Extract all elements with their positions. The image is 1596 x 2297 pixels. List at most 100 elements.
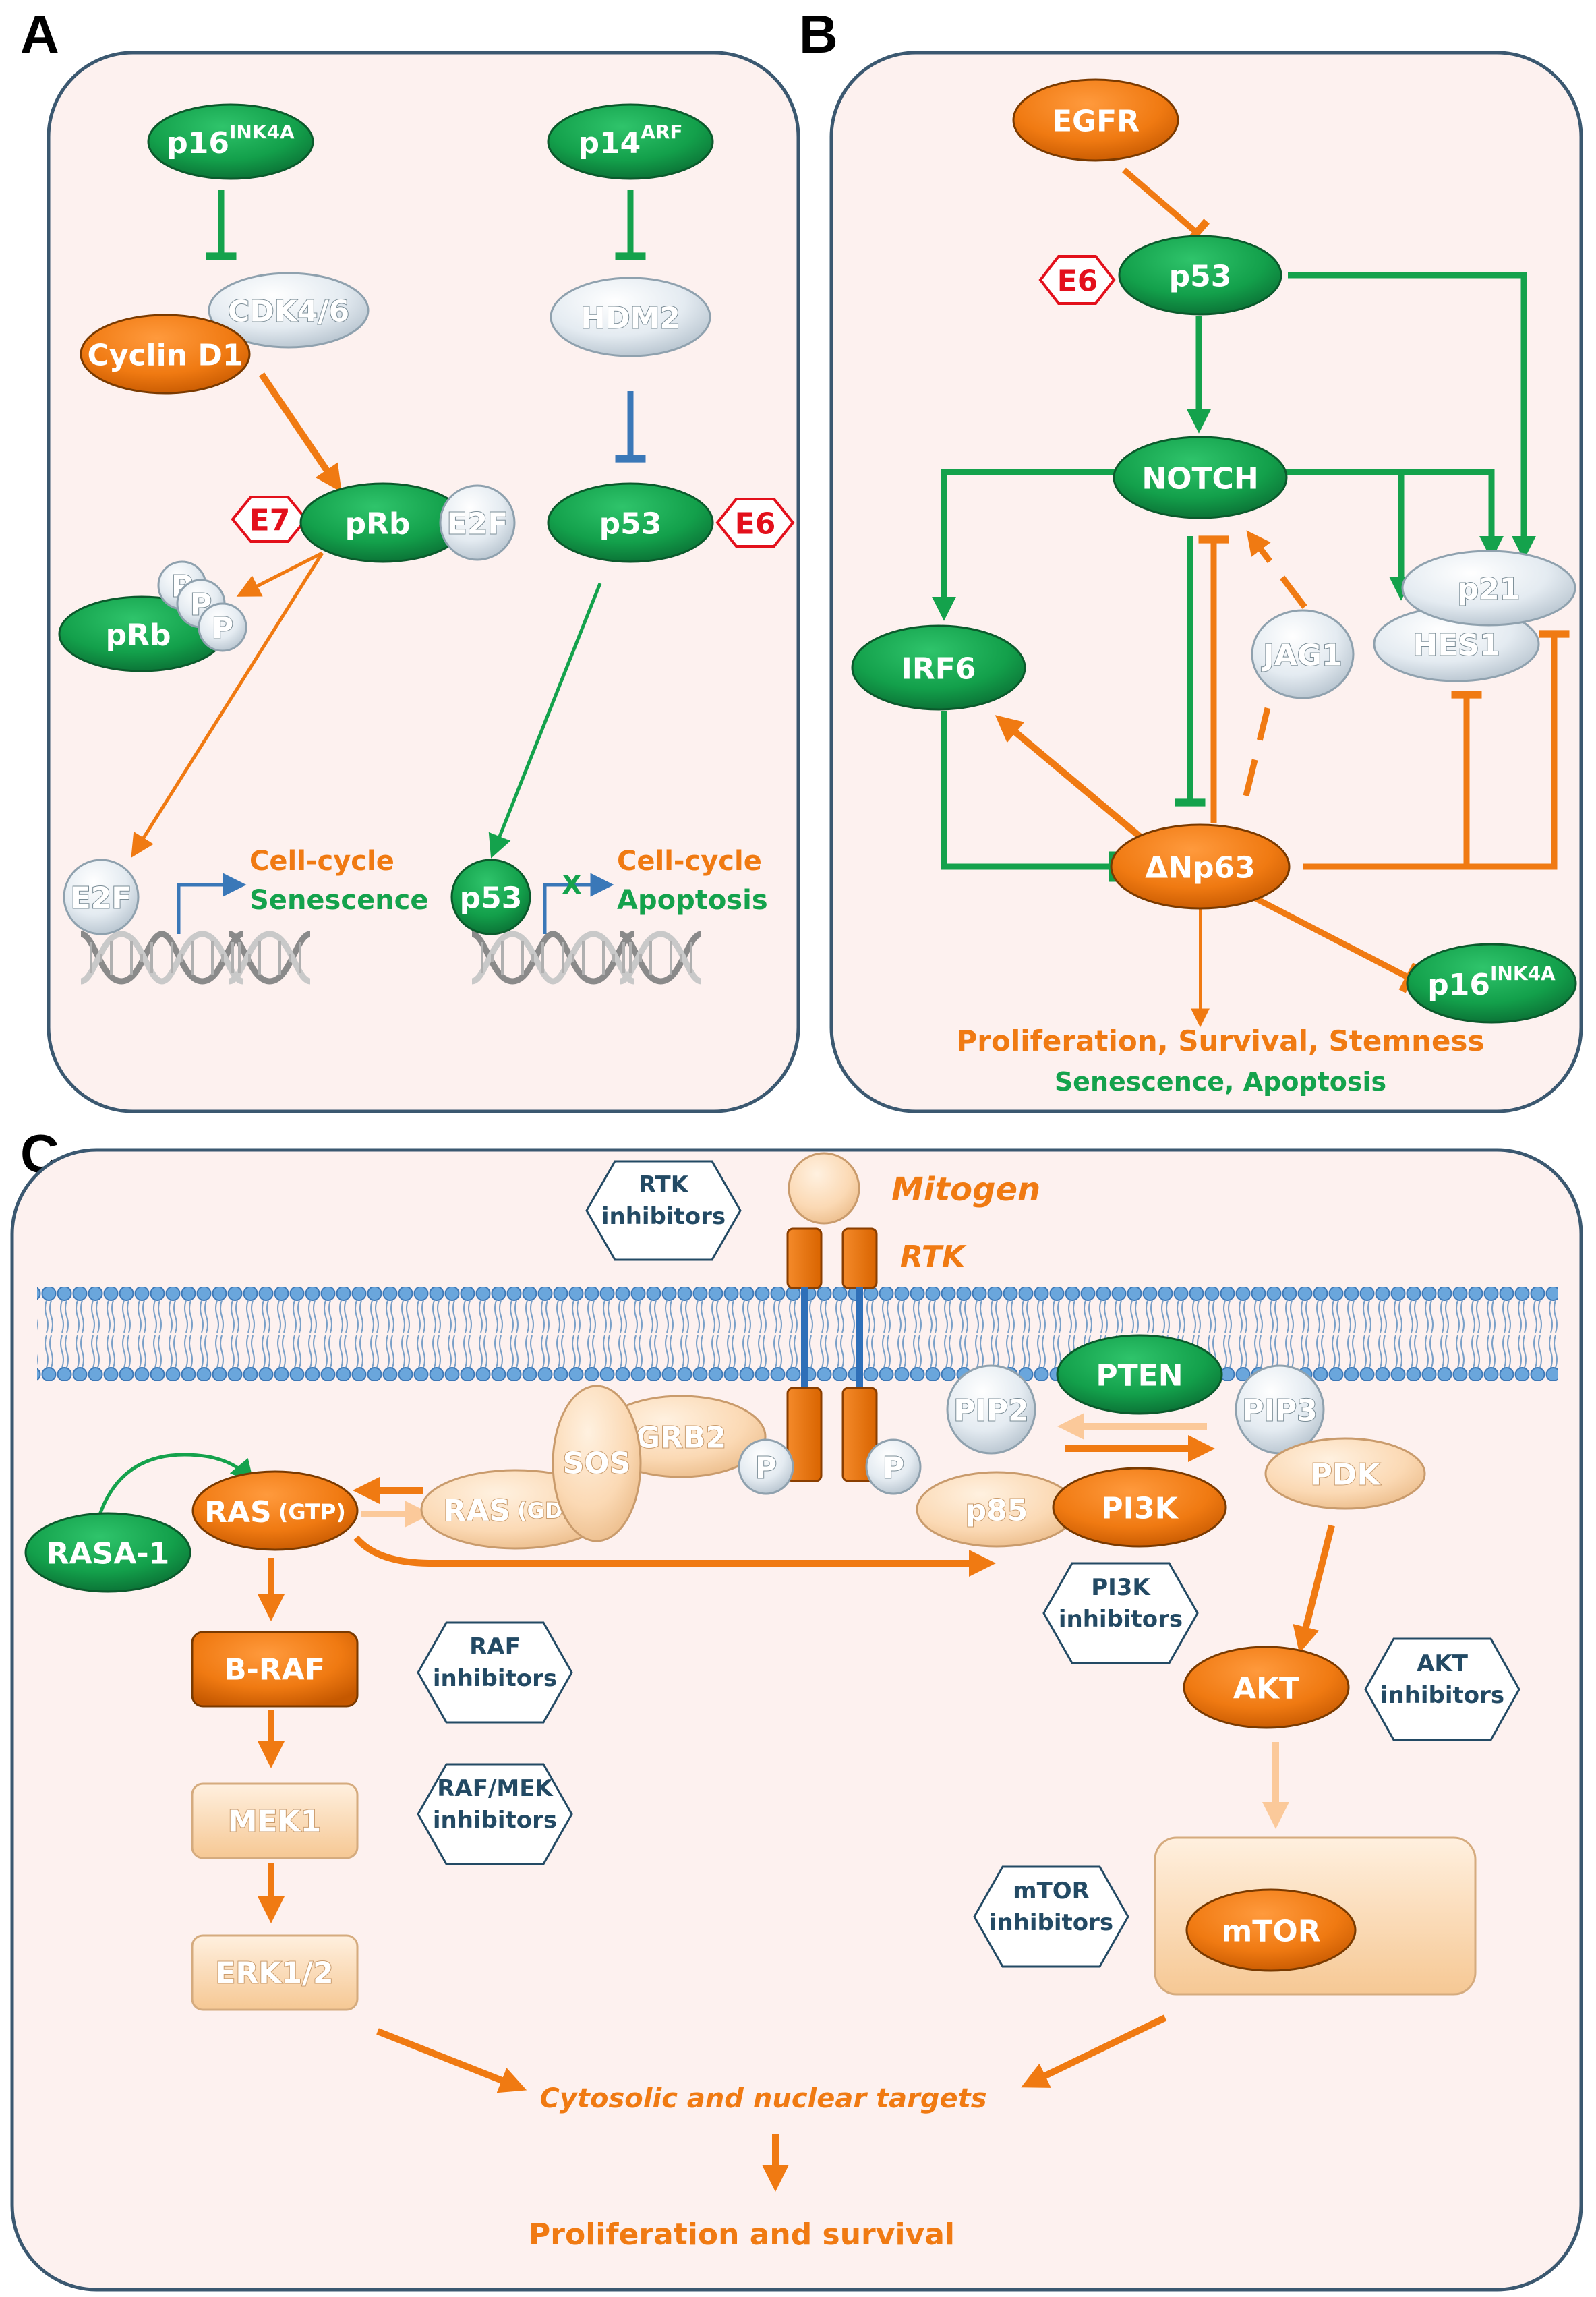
rasa1-node: RASA-1 — [24, 1512, 191, 1593]
p85-node: p85 — [916, 1471, 1077, 1548]
svg-text:RAS(GDP): RAS(GDP) — [443, 1494, 588, 1528]
akt-inhibitors-hexagon: AKT inhibitors — [1364, 1637, 1520, 1741]
p53-label-b: p53 — [1169, 260, 1232, 294]
e2f-dna-label: E2F — [71, 881, 132, 916]
raf-inhibitors-line1: RAF — [469, 1633, 521, 1660]
p16-ink4a-node: p16INK4A — [147, 103, 314, 180]
hdm2-node: HDM2 — [550, 277, 711, 357]
p85-label: p85 — [966, 1494, 1028, 1528]
mtor-to-targets — [1021, 2014, 1167, 2088]
e7-label: E7 — [249, 504, 291, 538]
pdk-to-akt — [1293, 1524, 1335, 1654]
cdk46-label: CDK4/6 — [228, 295, 349, 329]
egfr-inhibits-p53 — [1122, 167, 1210, 247]
pi3k-node: PI3K — [1052, 1467, 1227, 1548]
senescence-text: Senescence — [249, 885, 429, 916]
p14-arf-node: p14ARF — [547, 103, 714, 180]
sos-node: SOS — [552, 1385, 642, 1542]
irf6-node: IRF6 — [851, 624, 1026, 711]
e6-label-b: E6 — [1057, 264, 1098, 299]
mitogen-ligand — [788, 1152, 860, 1225]
rafmek-inhibitors-line1: RAF/MEK — [437, 1775, 554, 1802]
rtk-label: RTK — [900, 1240, 967, 1274]
pip2-label: PIP2 — [953, 1394, 1028, 1428]
cyclin-phosphorylates-prb — [258, 372, 342, 492]
svg-text:RAS(GTP): RAS(GTP) — [204, 1495, 346, 1530]
prb-to-phospho-prb — [236, 551, 324, 597]
akt-inhibitors-line2: inhibitors — [1380, 1682, 1504, 1709]
e6-hexagon-b: E6 — [1038, 255, 1116, 305]
e2f-bound-node: E2F — [439, 484, 516, 561]
pip3-node: PIP3 — [1235, 1364, 1325, 1455]
phosphate-circle-3 — [198, 602, 247, 652]
dnp63-inhibits-p21 — [1303, 630, 1570, 870]
akt-label: AKT — [1233, 1672, 1299, 1706]
akt-inhibitors-line1: AKT — [1417, 1650, 1469, 1677]
rafmek-inhibitors-line2: inhibitors — [433, 1807, 557, 1834]
gtp-label: (GTP) — [278, 1499, 346, 1525]
panel-c-background — [10, 1148, 1583, 2292]
ras-gtp-node: RAS(GTP) — [191, 1470, 359, 1551]
p53-to-dna — [488, 583, 602, 859]
ras-activates-pi3k — [353, 1535, 996, 1577]
cell-membrane — [37, 1287, 1558, 1381]
panel-b-background — [829, 51, 1583, 1113]
phosphate-label-3: P — [212, 612, 233, 646]
targets-text: Cytosolic and nuclear targets — [539, 2083, 986, 2114]
p16-ink4a-node-b: p16INK4A — [1406, 943, 1577, 1024]
pten-node: PTEN — [1056, 1334, 1223, 1415]
dnp63-label: ΔNp63 — [1145, 851, 1255, 885]
e7-hexagon: E7 — [231, 496, 308, 543]
phospho-prb-label: pRb — [106, 618, 171, 653]
panel-label-a: A — [20, 4, 59, 64]
grb2-label: GRB2 — [636, 1421, 726, 1455]
e2f-dna-node: E2F — [63, 859, 140, 935]
apoptosis-text: Apoptosis — [617, 885, 768, 916]
p21-label: p21 — [1458, 573, 1520, 607]
notch-node: NOTCH — [1113, 436, 1288, 519]
dnp63-jag1-notch-dashed — [1246, 536, 1307, 797]
notch-activates-p21-hes1 — [1284, 469, 1504, 560]
irf6-label: IRF6 — [902, 652, 976, 687]
dnp63-node: ΔNp63 — [1110, 823, 1291, 910]
e2f-label: E2F — [447, 507, 508, 542]
dnp63-inhibits-p16 — [1251, 894, 1420, 993]
transcription-arrow-left — [177, 873, 247, 934]
pip2-node: PIP2 — [946, 1364, 1036, 1455]
e6-hexagon-a: E6 — [715, 498, 795, 548]
p16-superscript-b: INK4A — [1490, 962, 1556, 985]
raf-inhibitors-line2: inhibitors — [433, 1665, 557, 1692]
pten-label: PTEN — [1096, 1359, 1183, 1393]
svg-text:p16INK4A: p16INK4A — [167, 121, 295, 161]
cyclin-d1-node: Cyclin D1 — [80, 314, 251, 395]
panel-c: Mitogen RTK RTK inhibitors PI3K inhibito… — [10, 1148, 1583, 2292]
sos-label: SOS — [563, 1447, 631, 1481]
jag1-label: JAG1 — [1261, 639, 1342, 673]
rasa1-label: RASA-1 — [47, 1537, 170, 1571]
mek1-node: MEK1 — [191, 1782, 359, 1859]
p14-label: p14 — [578, 126, 641, 161]
outcome-proliferation-text: Proliferation, Survival, Stemness — [956, 1024, 1484, 1057]
notch-activates-irf6 — [932, 469, 1119, 621]
e6-label-a: E6 — [735, 507, 776, 542]
cyclin-d1-label: Cyclin D1 — [88, 339, 243, 373]
mek1-label: MEK1 — [228, 1805, 322, 1839]
ras-gtp-label: RAS — [204, 1495, 272, 1530]
rtk-inhibitors-hexagon: RTK inhibitors — [585, 1160, 742, 1261]
braf-label: B-RAF — [224, 1653, 325, 1687]
egfr-node: EGFR — [1012, 78, 1179, 162]
mtor-inhibitors-hexagon: mTOR inhibitors — [973, 1865, 1129, 1968]
p14-superscript: ARF — [641, 121, 682, 143]
cell-cycle-left-text: Cell-cycle — [249, 846, 394, 877]
p53-node-b: p53 — [1118, 235, 1282, 316]
svg-text:p14ARF: p14ARF — [578, 121, 682, 161]
mtor-node: mTOR — [1185, 1888, 1357, 1972]
pdk-label: PDK — [1311, 1458, 1382, 1492]
prb-releases-e2f — [131, 552, 324, 858]
ras-gdp-node: RAS(GDP) — [420, 1469, 612, 1550]
erk-to-targets — [376, 2028, 527, 2093]
cdk46-node: CDK4/6 — [208, 272, 370, 349]
p16-label-b: p16 — [1427, 968, 1490, 1002]
egfr-label: EGFR — [1052, 105, 1140, 139]
outcome-senescence-text: Senescence, Apoptosis — [1055, 1067, 1386, 1097]
